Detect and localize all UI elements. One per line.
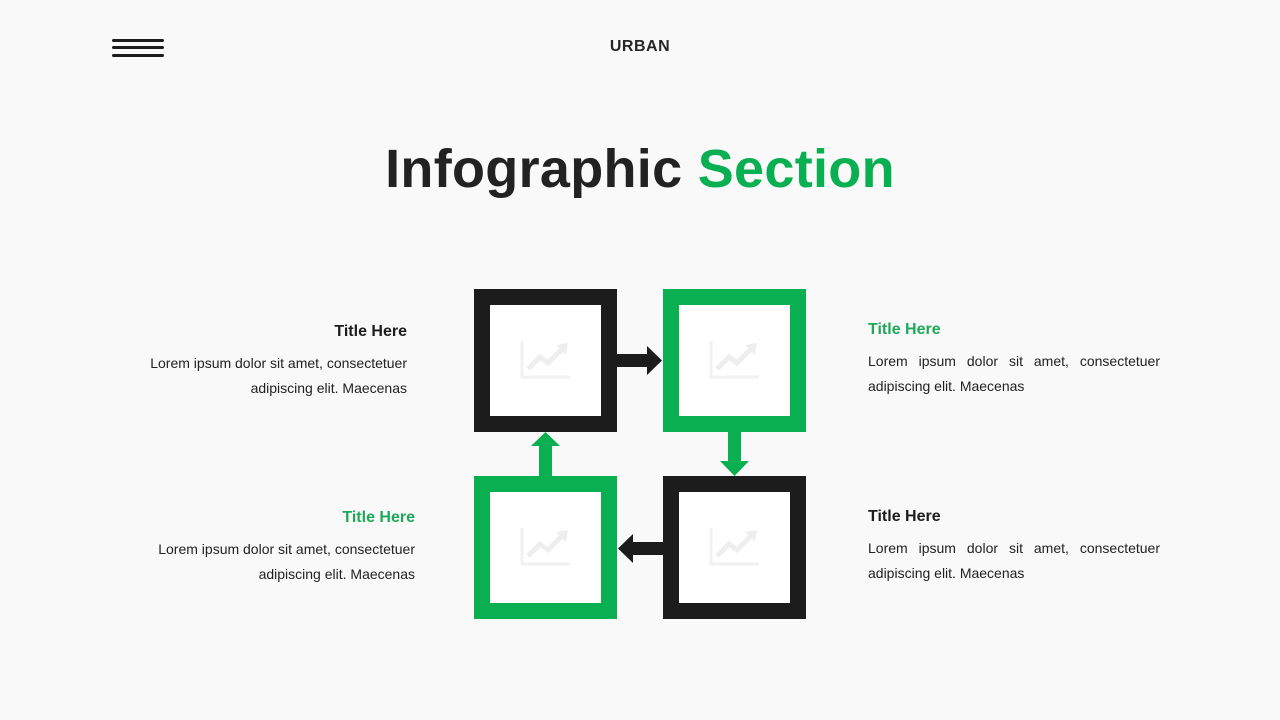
growth-chart-icon xyxy=(709,341,759,379)
page-title-part1: Infographic xyxy=(385,139,683,199)
block-title: Title Here xyxy=(342,509,415,526)
diagram-box-bottom-right xyxy=(663,476,806,619)
diagram-box-top-left xyxy=(474,289,617,432)
block-description: Lorem ipsum dolor sit amet, consectetuer… xyxy=(158,541,415,582)
text-block-top-right: Title Here Lorem ipsum dolor sit amet, c… xyxy=(868,321,1160,399)
menu-line xyxy=(112,39,164,42)
diagram-box-top-right xyxy=(663,289,806,432)
block-description: Lorem ipsum dolor sit amet, consectetuer… xyxy=(868,353,1160,394)
growth-chart-icon xyxy=(520,341,570,379)
block-title: Title Here xyxy=(334,323,407,340)
text-block-bottom-right: Title Here Lorem ipsum dolor sit amet, c… xyxy=(868,508,1160,586)
brand-title: URBAN xyxy=(609,38,671,55)
arrow-down-icon xyxy=(720,431,749,476)
diagram-box-bottom-left xyxy=(474,476,617,619)
text-block-top-left: Title Here Lorem ipsum dolor sit amet, c… xyxy=(117,323,407,401)
block-title: Title Here xyxy=(868,508,941,525)
growth-chart-icon xyxy=(709,528,759,566)
growth-chart-icon xyxy=(520,528,570,566)
arrow-up-icon xyxy=(531,432,560,476)
arrow-right-icon xyxy=(617,346,662,375)
block-title: Title Here xyxy=(868,321,941,338)
text-block-bottom-left: Title Here Lorem ipsum dolor sit amet, c… xyxy=(125,509,415,587)
menu-line xyxy=(112,54,164,57)
block-description: Lorem ipsum dolor sit amet, consectetuer… xyxy=(868,540,1160,581)
menu-line xyxy=(112,46,164,49)
page-title-accent: Section xyxy=(697,139,895,199)
page-title: Infographic Section xyxy=(0,138,1280,200)
block-description: Lorem ipsum dolor sit amet, consectetuer… xyxy=(150,355,407,396)
hamburger-menu-icon[interactable] xyxy=(112,39,164,59)
arrow-left-icon xyxy=(618,534,663,563)
